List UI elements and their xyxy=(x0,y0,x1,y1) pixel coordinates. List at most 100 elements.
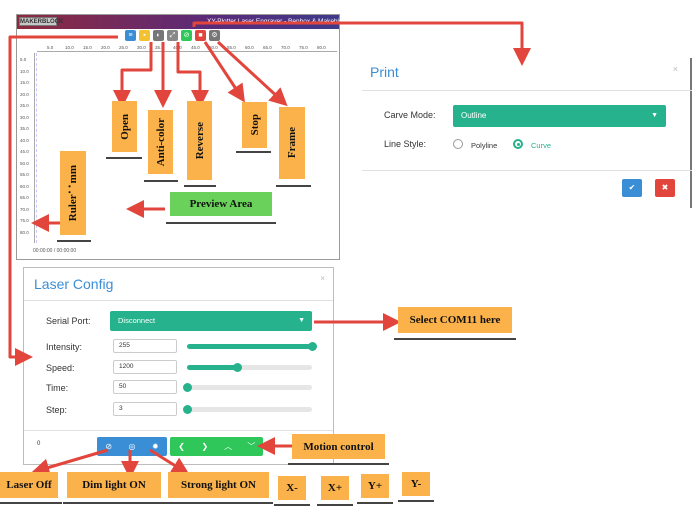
ruler-top-tick: 15.0 xyxy=(83,45,92,50)
serial-port-select[interactable]: Disconnect ▼ xyxy=(110,311,312,331)
label-stop: Stop xyxy=(242,102,267,148)
divider xyxy=(362,170,692,171)
underline xyxy=(357,502,393,504)
underline xyxy=(394,338,516,340)
ruler-left-tick: 70.0 xyxy=(20,206,29,212)
label-strong-light: Strong light ON xyxy=(168,472,269,498)
ruler-top-tick: 80.0 xyxy=(317,45,326,50)
ruler-left-tick: 75.0 xyxy=(20,218,29,223)
radio-curve-label: Curve xyxy=(531,141,552,150)
radio-curve[interactable] xyxy=(513,139,523,149)
status-time: 00:00:00 / 00:00:00 xyxy=(33,248,77,254)
caret-down-icon: ▼ xyxy=(298,317,305,324)
ruler-left-tick: 25.0 xyxy=(20,103,29,108)
speed-input[interactable]: 1200 xyxy=(113,360,177,374)
underline xyxy=(57,240,91,242)
motion-button-group: ❮ ❯ ︿ ﹀ xyxy=(170,437,263,456)
underline xyxy=(63,502,165,504)
ruler-top-tick: 60.0 xyxy=(245,45,254,50)
chevron-down-icon: ﹀ xyxy=(247,442,256,451)
ruler-top-tick: 65.0 xyxy=(263,45,272,50)
ban-icon: ⊘ xyxy=(105,442,113,451)
chevron-right-icon: ❯ xyxy=(201,442,209,451)
ruler-left-tick: 55.0 xyxy=(20,172,29,177)
ruler-left-tick: 45.0 xyxy=(20,149,29,154)
underline xyxy=(184,185,216,187)
move-x-minus-button[interactable]: ❮ xyxy=(170,437,193,456)
ruler-left-tick: 60.0 xyxy=(20,183,29,189)
intensity-label: Intensity: xyxy=(46,342,83,352)
speed-slider[interactable] xyxy=(187,363,312,372)
cancel-button[interactable]: ✖ xyxy=(655,179,675,197)
folder-icon[interactable]: ▪ xyxy=(139,30,150,41)
laser-close-button[interactable]: × xyxy=(320,274,325,283)
ruler-left-tick: 35.0 xyxy=(20,126,29,131)
move-y-plus-button[interactable]: ︿ xyxy=(217,437,240,456)
confirm-button[interactable]: ✔ xyxy=(622,179,642,197)
underline xyxy=(144,180,178,182)
reverse-icon[interactable]: ⤢ xyxy=(167,30,178,41)
ruler-left-tick: 65.0 xyxy=(20,195,29,200)
step-input[interactable]: 3 xyxy=(113,402,177,416)
ruler-left-tick: 10.0 xyxy=(20,68,29,74)
label-dim-light: Dim light ON xyxy=(67,472,161,498)
arrow-settings-to-laser xyxy=(8,35,118,366)
stop-icon[interactable]: ⊘ xyxy=(181,30,192,41)
divider xyxy=(24,430,333,431)
underline xyxy=(166,222,276,224)
underline xyxy=(288,463,389,465)
strong-light-button[interactable]: ✹ xyxy=(144,437,167,456)
ruler-top-tick: 20.0 xyxy=(101,45,110,50)
laser-off-button[interactable]: ⊘ xyxy=(97,437,120,456)
ruler-top-tick: 10.0 xyxy=(65,45,74,50)
label-y-plus: Y+ xyxy=(361,474,389,498)
intensity-slider[interactable] xyxy=(187,342,317,351)
line-style-label: Line Style: xyxy=(384,139,427,149)
ruler-left-tick: 50.0 xyxy=(20,160,29,166)
dim-light-button[interactable]: ◎ xyxy=(120,437,143,456)
laser-config-dialog: Laser Config × Serial Port: Disconnect ▼… xyxy=(23,267,334,465)
label-motion-control: Motion control xyxy=(292,434,385,459)
arrow-open xyxy=(113,42,153,108)
ruler-left-tick: 80.0 xyxy=(20,229,29,235)
underline xyxy=(398,500,434,502)
label-frame: Frame xyxy=(279,107,305,179)
underline xyxy=(0,502,62,504)
label-ruler: Ruler：mm xyxy=(60,151,86,235)
intensity-input[interactable]: 255 xyxy=(113,339,177,353)
label-y-minus: Y- xyxy=(402,472,430,496)
print-close-button[interactable]: × xyxy=(672,64,678,74)
move-y-minus-button[interactable]: ﹀ xyxy=(240,437,263,456)
step-slider[interactable] xyxy=(183,405,312,414)
arrow-frame xyxy=(216,40,288,107)
ruler-top-tick: 5.0 xyxy=(47,45,54,50)
arrow-reverse xyxy=(176,42,209,108)
time-input[interactable]: 50 xyxy=(113,380,177,394)
label-laser-off: Laser Off xyxy=(0,472,58,498)
ruler-top-tick: 25.0 xyxy=(119,45,128,50)
frame-icon[interactable]: ■ xyxy=(195,30,206,41)
arrow-strong xyxy=(149,448,190,475)
label-reverse: Reverse xyxy=(187,101,212,180)
time-slider[interactable] xyxy=(183,383,312,392)
ruler-top-tick: 75.0 xyxy=(299,45,308,50)
label-preview-area: Preview Area xyxy=(170,192,272,216)
chevron-left-icon: ❮ xyxy=(178,442,185,451)
menu-icon[interactable]: ≡ xyxy=(125,30,136,41)
radio-polyline[interactable] xyxy=(453,139,463,149)
settings-icon[interactable]: ⚙ xyxy=(209,30,220,41)
label-open: Open xyxy=(112,101,137,152)
time-label: Time: xyxy=(46,383,69,393)
ruler-left-tick: 15.0 xyxy=(20,80,29,85)
print-title: Print xyxy=(370,64,399,80)
ruler-left-tick: 30.0 xyxy=(20,114,29,120)
caret-down-icon: ▼ xyxy=(651,112,658,119)
move-x-plus-button[interactable]: ❯ xyxy=(193,437,216,456)
carve-mode-select[interactable]: Outline ▼ xyxy=(453,105,666,127)
label-select-com: Select COM11 here xyxy=(398,307,512,333)
contrast-icon[interactable]: ◐ xyxy=(153,30,164,41)
